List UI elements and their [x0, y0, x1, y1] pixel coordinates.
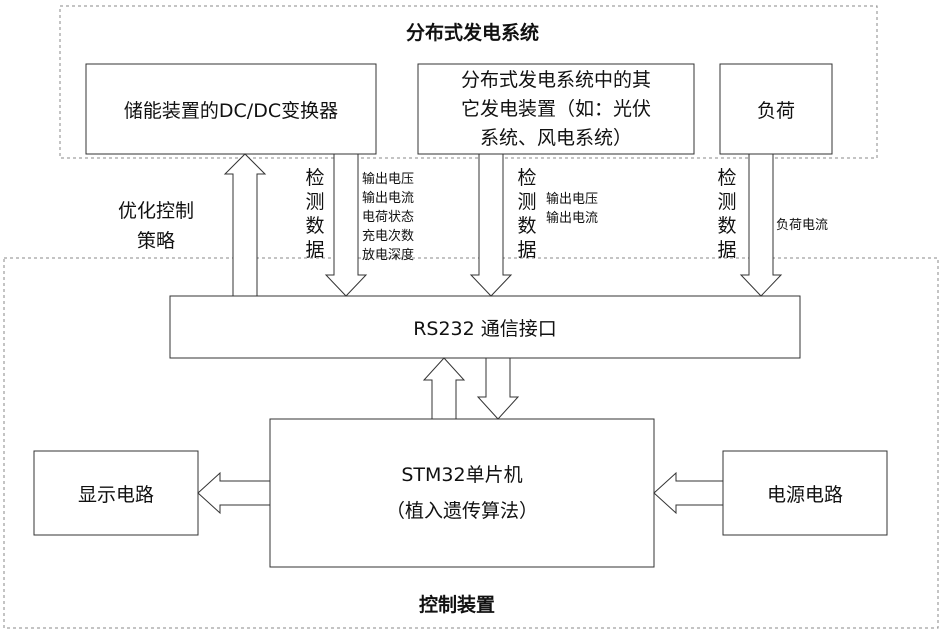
- detect-label-2-char: 测: [516, 190, 538, 214]
- detect-arrow-1: [326, 154, 366, 296]
- signal-item: 充电次数: [362, 227, 414, 246]
- detect-label-3-char: 测: [716, 190, 738, 214]
- detect-label-1-char: 测: [304, 190, 326, 214]
- detect-label-3-char: 据: [716, 238, 738, 262]
- load-signals: 负荷电流: [776, 216, 828, 235]
- signal-item: 电荷状态: [362, 208, 414, 227]
- other-generation-label: 分布式发电系统中的其 它发电装置（如：光伏 系统、风电系统）: [418, 64, 694, 154]
- other-signals: 输出电压 输出电流: [546, 190, 598, 228]
- strategy-line-2: 策略: [118, 226, 194, 256]
- signal-item: 放电深度: [362, 246, 414, 265]
- control-device-title: 控制装置: [419, 590, 495, 617]
- rs232-to-mcu-arrow: [478, 358, 518, 419]
- detect-arrow-3: [741, 154, 781, 296]
- strategy-label: 优化控制 策略: [118, 196, 194, 256]
- detect-label-1-char: 据: [304, 238, 326, 262]
- detect-label-3-char: 数: [716, 214, 738, 238]
- load-text: 负荷: [757, 96, 795, 123]
- signal-item: 输出电压: [362, 170, 414, 189]
- generation-system-title: 分布式发电系统: [406, 18, 539, 45]
- other-generation-line-1: 分布式发电系统中的其: [461, 66, 651, 95]
- mcu-label: STM32单片机 （植入遗传算法）: [270, 419, 654, 567]
- power-to-mcu-arrow: [654, 473, 723, 513]
- strategy-arrow: [225, 154, 265, 296]
- power-label: 电源电路: [723, 451, 887, 535]
- detect-label-1-char: 数: [304, 214, 326, 238]
- storage-converter-text: 储能装置的DC/DC变换器: [124, 96, 338, 123]
- signal-item: 负荷电流: [776, 216, 828, 235]
- storage-converter-label: 储能装置的DC/DC变换器: [86, 64, 376, 154]
- display-text: 显示电路: [78, 480, 154, 507]
- detect-label-2: 检 测 数 据: [516, 166, 538, 262]
- rs232-label: RS232 通信接口: [170, 296, 800, 358]
- mcu-to-rs232-arrow: [424, 358, 464, 419]
- other-generation-line-3: 系统、风电系统）: [480, 124, 632, 153]
- mcu-to-display-arrow: [198, 473, 270, 513]
- display-label: 显示电路: [34, 451, 198, 535]
- load-label: 负荷: [720, 64, 832, 154]
- rs232-text: RS232 通信接口: [413, 314, 557, 341]
- power-text: 电源电路: [767, 480, 843, 507]
- storage-signals: 输出电压 输出电流 电荷状态 充电次数 放电深度: [362, 170, 414, 265]
- strategy-line-1: 优化控制: [118, 196, 194, 226]
- mcu-line-1: STM32单片机: [401, 457, 522, 493]
- detect-label-2-char: 检: [516, 166, 538, 190]
- detect-label-2-char: 数: [516, 214, 538, 238]
- mcu-line-2: （植入遗传算法）: [386, 493, 538, 529]
- detect-label-3: 检 测 数 据: [716, 166, 738, 262]
- detect-label-1-char: 检: [304, 166, 326, 190]
- signal-item: 输出电流: [362, 189, 414, 208]
- detect-label-1: 检 测 数 据: [304, 166, 326, 262]
- detect-arrow-2: [471, 154, 511, 296]
- detect-label-2-char: 据: [516, 238, 538, 262]
- signal-item: 输出电压: [546, 190, 598, 209]
- detect-label-3-char: 检: [716, 166, 738, 190]
- signal-item: 输出电流: [546, 209, 598, 228]
- other-generation-line-2: 它发电装置（如：光伏: [461, 95, 651, 124]
